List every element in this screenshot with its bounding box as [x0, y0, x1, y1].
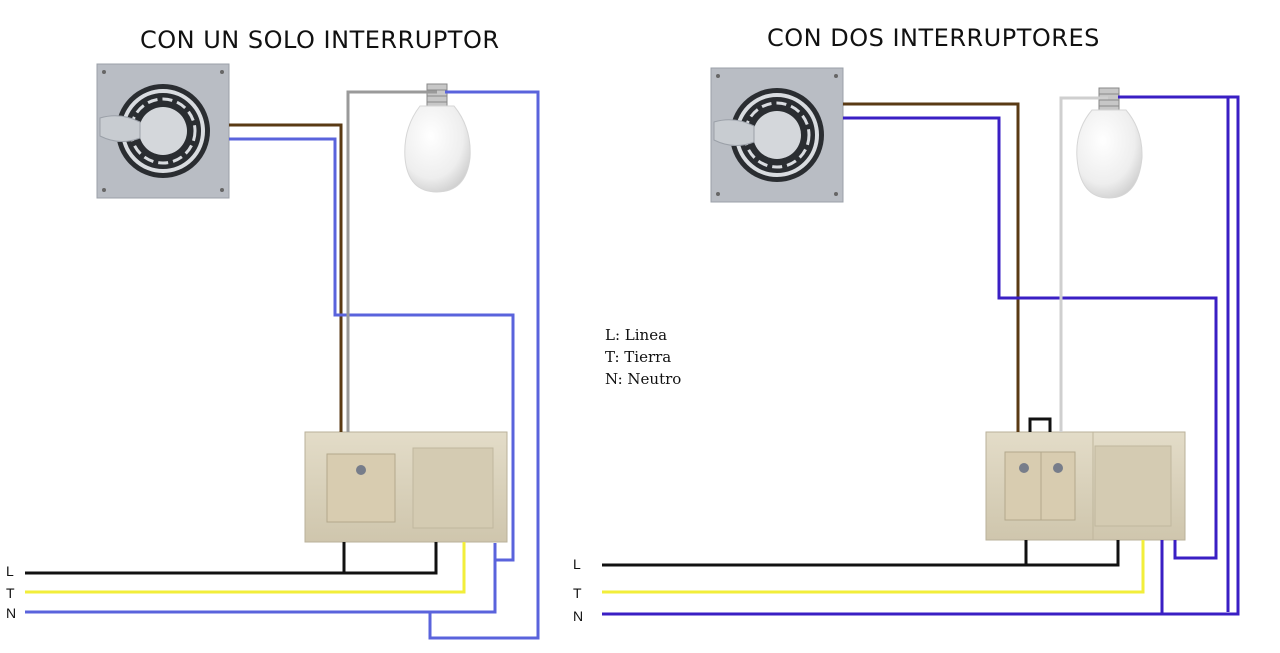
wire-label-neutral-right: N [573, 608, 584, 624]
wire-label-earth-left: T [6, 585, 15, 601]
legend-line: L: Linea [605, 326, 668, 344]
double-switch-diagram [602, 67, 1240, 616]
wire-line-right [602, 540, 1120, 567]
wire-lamp-live-right [1059, 96, 1108, 432]
title-double-switch: CON DOS INTERRUPTORES [767, 24, 1100, 52]
title-single-switch: CON UN SOLO INTERRUPTOR [140, 26, 500, 54]
wire-neutral-left [25, 560, 497, 614]
legend-earth: T: Tierra [605, 348, 672, 366]
wire-fan-neutral-right [843, 116, 1218, 560]
bulb-icon [404, 83, 471, 193]
wire-earth-right [602, 540, 1145, 594]
legend-neutral: N: Neutro [605, 370, 682, 388]
wire-label-line-right: L [573, 556, 581, 572]
wire-label-neutral-left: N [6, 605, 17, 621]
fan-icon [710, 67, 844, 203]
double-switch-icon [985, 431, 1186, 541]
wire-earth-left [25, 542, 466, 594]
wire-lamp-live-left [346, 90, 437, 432]
wire-lamp-neutral-left [428, 90, 540, 640]
wire-neutral-right [602, 95, 1240, 616]
bulb-icon [1076, 87, 1143, 199]
wire-switch-bridge [1028, 417, 1052, 432]
switch-icon [304, 431, 508, 543]
legend: L: Linea T: Tierra N: Neutro [605, 324, 681, 390]
wire-fan-live-right [843, 102, 1020, 432]
wire-line-left [25, 542, 438, 575]
fan-icon [96, 63, 230, 199]
single-switch-diagram [25, 63, 540, 640]
wire-label-earth-right: T [573, 585, 582, 601]
wire-label-line-left: L [6, 563, 14, 579]
wire-fan-live-left [229, 123, 343, 432]
